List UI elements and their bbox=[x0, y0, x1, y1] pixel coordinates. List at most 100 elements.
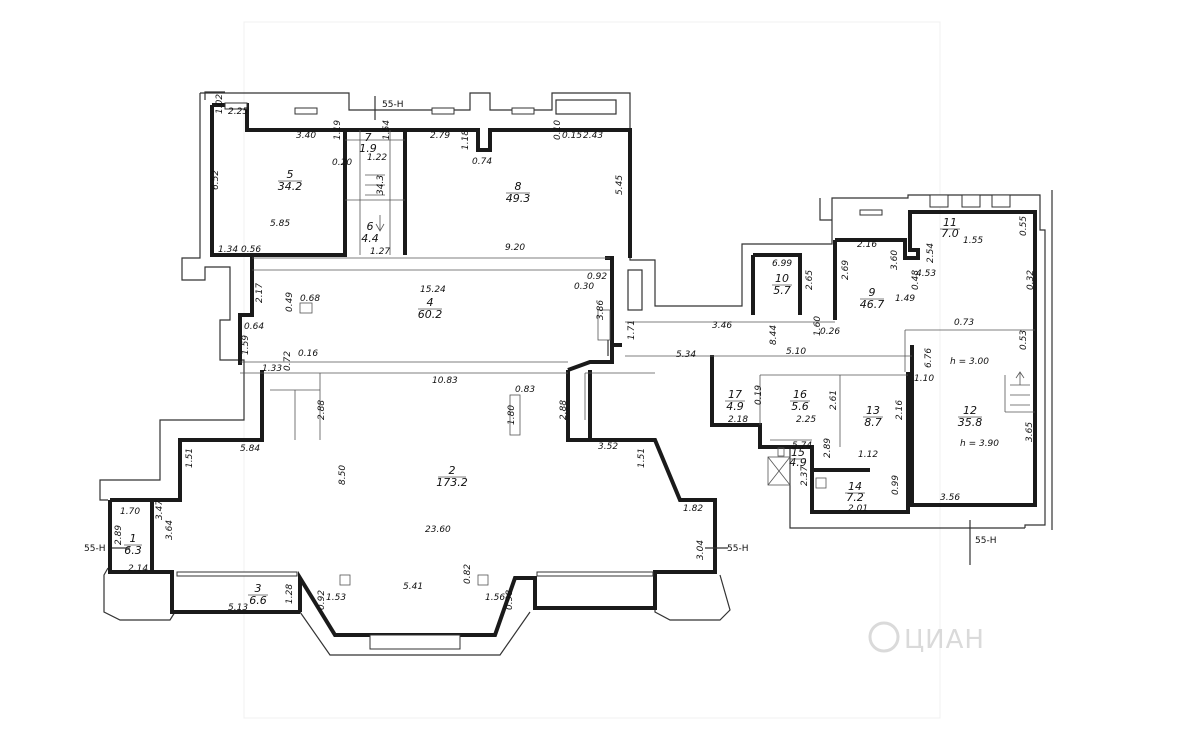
dimension-label: 1.10 bbox=[914, 374, 934, 384]
dimension-label: 3.04 bbox=[696, 540, 706, 560]
dimension-label: 0.16 bbox=[298, 349, 318, 359]
dimension-label: 3.60 bbox=[890, 250, 900, 270]
dimension-label: 2.54 bbox=[926, 243, 936, 263]
room-area: 49.3 bbox=[506, 192, 531, 205]
dimension-label: 6.99 bbox=[772, 259, 792, 269]
room-number: 9 bbox=[869, 286, 876, 299]
dimension-label: 5.74 bbox=[792, 441, 812, 451]
dimension-label: 0.98 bbox=[505, 590, 515, 610]
room-number: 11 bbox=[943, 216, 957, 229]
dimension-label: 1.34 bbox=[218, 245, 238, 255]
ceiling-height: h = 3.00 bbox=[950, 357, 989, 367]
dimension-label: 2.14 bbox=[128, 564, 148, 574]
dimension-label: 5.34 bbox=[676, 350, 696, 360]
dimension-label: 1.12 bbox=[858, 450, 878, 460]
section-mark-top: 55-H bbox=[382, 100, 403, 110]
dimension-label: 6.52 bbox=[211, 170, 221, 190]
dimension-label: 3.40 bbox=[296, 131, 316, 141]
watermark-text: ЦИАН bbox=[904, 625, 985, 655]
dimension-label: 5.85 bbox=[270, 219, 290, 229]
dimension-label: 0.83 bbox=[515, 385, 535, 395]
dimension-label: 0.15 bbox=[562, 131, 582, 141]
section-mark-right: 55-H bbox=[727, 544, 748, 554]
dimension-label: 4.53 bbox=[916, 269, 936, 279]
dimension-label: 0.20 bbox=[332, 158, 352, 168]
dimension-label: 0.19 bbox=[754, 385, 764, 405]
windows bbox=[176, 102, 1011, 650]
dimension-label: 1.28 bbox=[285, 584, 295, 604]
room-number: 5 bbox=[287, 168, 294, 181]
dimension-label: 0.92 bbox=[587, 272, 607, 282]
dimension-label: 9.20 bbox=[505, 243, 525, 253]
dimension-label: 2.18 bbox=[728, 415, 748, 425]
room-number: 16 bbox=[793, 388, 807, 401]
dimension-label: 0.74 bbox=[472, 157, 492, 167]
dimension-label: 8.44 bbox=[769, 325, 779, 345]
dimension-label: 0.32 bbox=[1026, 270, 1036, 290]
dimension-label: 0.68 bbox=[300, 294, 320, 304]
dimension-label: 1.59 bbox=[241, 335, 251, 355]
dimension-label: 0.49 bbox=[285, 292, 295, 312]
walls bbox=[108, 103, 1037, 637]
room-number: 2 bbox=[449, 464, 456, 477]
dimension-label: 1.18 bbox=[461, 130, 471, 150]
room-label-underlines bbox=[124, 180, 982, 596]
room-number: 8 bbox=[515, 180, 522, 193]
dimension-label: 2.65 bbox=[805, 270, 815, 290]
dimension-label: 5.45 bbox=[615, 175, 625, 195]
dimension-label: 0.82 bbox=[463, 564, 473, 584]
dimension-label: 2.61 bbox=[829, 390, 839, 410]
room-number: 4 bbox=[427, 296, 434, 309]
dimension-label: 3.47 bbox=[155, 500, 165, 520]
dimension-label: 2.79 bbox=[430, 131, 450, 141]
dimension-label: 15.24 bbox=[420, 285, 446, 295]
dimension-label: 5.41 bbox=[403, 582, 423, 592]
room-area: 5.7 bbox=[773, 284, 791, 297]
dimension-label: 8.50 bbox=[338, 465, 348, 485]
room-area: 34.2 bbox=[278, 180, 303, 193]
room-number: 17 bbox=[728, 388, 742, 401]
dimension-label: 2.37 bbox=[800, 466, 810, 486]
room-number: 1 bbox=[130, 532, 137, 545]
room-area: 173.2 bbox=[436, 476, 468, 489]
room-area: 6.3 bbox=[124, 544, 142, 557]
dimension-label: 3.65 bbox=[1025, 422, 1035, 442]
dimension-label: 2.16 bbox=[857, 240, 877, 250]
room-area: 4.4 bbox=[361, 232, 379, 245]
dimension-label: 2.89 bbox=[114, 525, 124, 545]
dimension-label: 2.88 bbox=[559, 400, 569, 420]
dimension-label: 1.49 bbox=[895, 294, 915, 304]
dimension-label: 2.25 bbox=[796, 415, 816, 425]
dimension-label: 1.51 bbox=[185, 448, 195, 468]
dimension-label: 3.52 bbox=[598, 442, 618, 452]
dimension-label: 1.82 bbox=[683, 504, 703, 514]
room-number: 3 bbox=[255, 582, 262, 595]
dimension-label: 0.48 bbox=[911, 270, 921, 290]
dimension-label: 2.89 bbox=[823, 438, 833, 458]
dimension-label: 23.60 bbox=[425, 525, 451, 535]
dimension-label: 34.3 bbox=[376, 175, 386, 195]
dimension-label: 5.10 bbox=[786, 347, 806, 357]
section-mark-bottom: 55-H bbox=[975, 536, 996, 546]
dimension-label: 1.60 bbox=[813, 316, 823, 336]
dimension-label: 6.76 bbox=[924, 348, 934, 368]
watermark-logo-icon bbox=[868, 621, 900, 653]
room-area: 7.0 bbox=[941, 227, 959, 240]
section-mark-left: 55-H bbox=[84, 544, 105, 554]
dimension-label: 2.25 bbox=[228, 107, 248, 117]
room-number: 7 bbox=[365, 131, 372, 144]
room-area: 8.7 bbox=[864, 416, 882, 429]
section-lines bbox=[112, 96, 971, 565]
room-area: 35.8 bbox=[958, 416, 983, 429]
dimension-label: 1.70 bbox=[120, 507, 140, 517]
dimension-label: 5.84 bbox=[240, 444, 260, 454]
dimension-label: 2.16 bbox=[895, 400, 905, 420]
dimension-label: 2.43 bbox=[583, 131, 603, 141]
dimension-label: 0.64 bbox=[244, 322, 264, 332]
dimension-label: 2.01 bbox=[848, 504, 868, 514]
room-labels: 1 6.3 2 173.2 3 6.6 4 60.2 5 34.2 6 4.4 … bbox=[124, 131, 982, 607]
dimension-label: 0.56 bbox=[241, 245, 261, 255]
room-number: 12 bbox=[963, 404, 977, 417]
dimension-label: 2.17 bbox=[255, 283, 265, 303]
